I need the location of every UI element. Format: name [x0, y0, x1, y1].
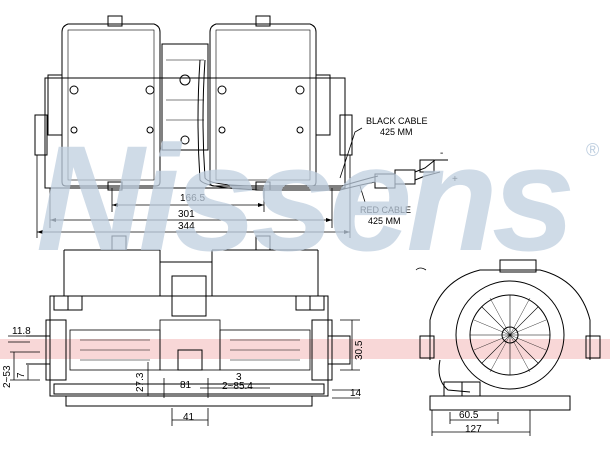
top-view — [34, 15, 448, 203]
dim-2-85-4: 2~85.4 — [222, 381, 253, 392]
nissens-watermark: Nissens — [36, 114, 571, 282]
side-view — [415, 259, 601, 411]
dim-41: 41 — [183, 412, 195, 423]
dim-2-53: 2~53 — [2, 365, 13, 388]
front-view-dimensions — [8, 319, 360, 426]
dim-30-5: 30.5 — [354, 340, 365, 360]
top-view-dimensions — [36, 155, 351, 238]
reference-band — [0, 339, 610, 359]
registered-mark: ® — [586, 140, 599, 160]
black-cable-length: 425 MM — [380, 127, 413, 137]
black-cable-label: BLACK CABLE — [366, 116, 428, 126]
dim-60-5: 60.5 — [459, 410, 479, 421]
dim-344: 344 — [178, 221, 195, 232]
red-cable-length: 425 MM — [368, 216, 401, 226]
dim-11-8: 11.8 — [12, 326, 31, 337]
dim-14: 14 — [350, 388, 362, 399]
minus-sign: - — [440, 148, 443, 159]
dim-81: 81 — [180, 380, 192, 391]
dim-27-3: 27.3 — [135, 372, 146, 392]
plus-sign: + — [452, 174, 458, 185]
red-cable-label: RED CABLE — [360, 205, 411, 215]
dim-301: 301 — [178, 209, 195, 220]
dim-7: 7 — [16, 372, 27, 378]
dim-166-5: 166.5 — [180, 193, 205, 204]
dim-3: 3 — [236, 372, 242, 383]
front-view — [26, 235, 351, 407]
dim-127: 127 — [465, 424, 482, 435]
side-view-dimensions — [431, 410, 531, 436]
